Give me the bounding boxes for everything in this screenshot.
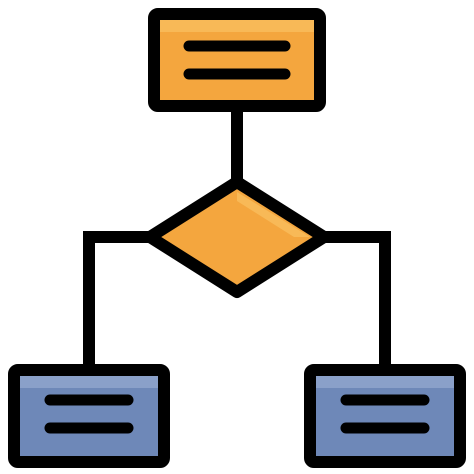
right-output-box	[304, 364, 466, 468]
decision-highlight	[237, 192, 310, 237]
node-left-output	[8, 364, 170, 468]
node-decision	[144, 176, 330, 298]
edge-decision-to-left	[83, 231, 150, 370]
edge-decision-to-right	[324, 231, 391, 370]
right-output-highlight	[316, 376, 454, 388]
node-top-process	[148, 8, 326, 112]
decision-diamond	[144, 176, 330, 298]
left-output-box	[8, 364, 170, 468]
top-process-highlight	[160, 20, 314, 32]
connectors	[83, 106, 391, 370]
node-right-output	[304, 364, 466, 468]
top-process-box	[148, 8, 326, 112]
left-output-highlight	[20, 376, 158, 388]
